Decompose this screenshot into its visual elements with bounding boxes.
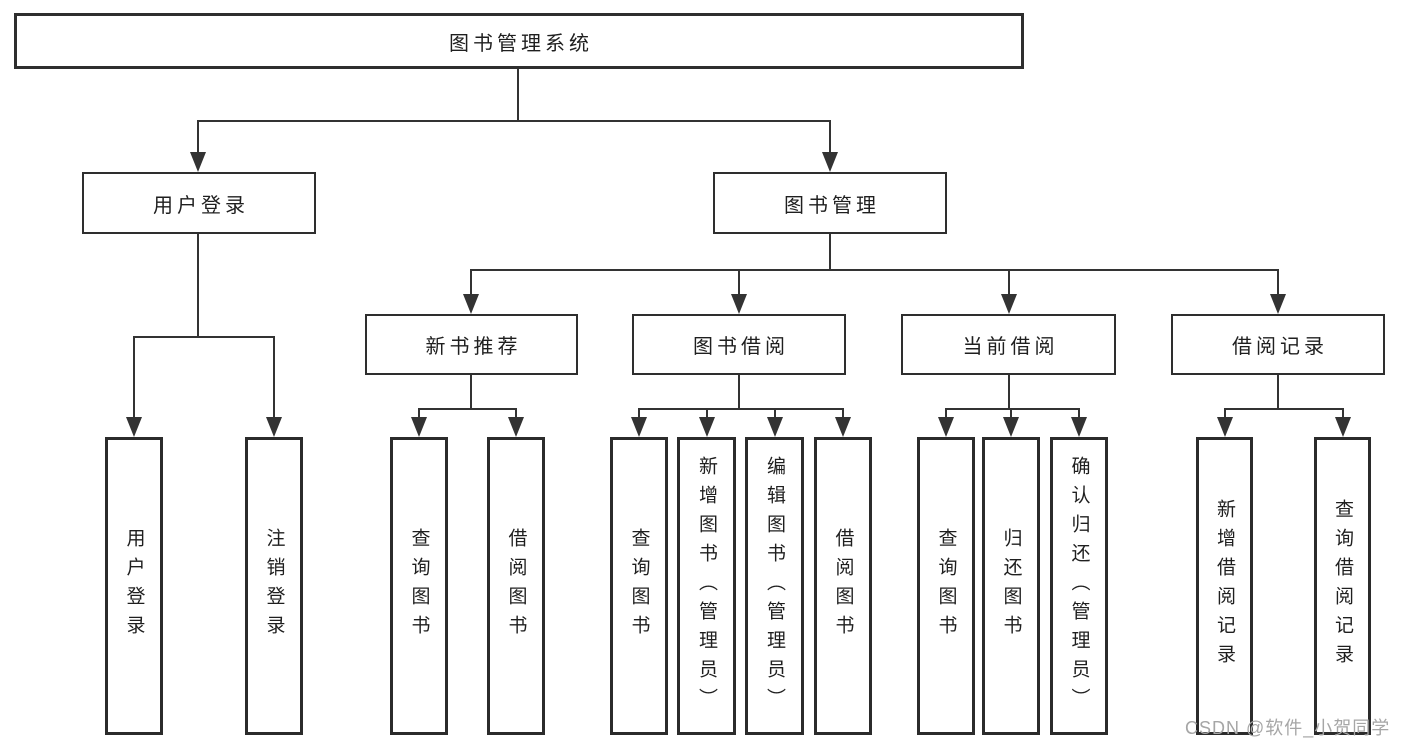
leaf-edit-books-admin: 编辑图书（管理员） bbox=[745, 437, 804, 735]
node-book-management: 图书管理 bbox=[713, 172, 947, 234]
leaf-return-books: 归还图书 bbox=[982, 437, 1040, 735]
arrowhead-icon bbox=[1071, 417, 1087, 437]
leaf-label: 查询图书 bbox=[628, 528, 650, 644]
arrowhead-icon bbox=[1335, 417, 1351, 437]
leaf-label: 编辑图书（管理员） bbox=[764, 455, 785, 717]
arrowhead-icon bbox=[190, 152, 206, 172]
arrowhead-icon bbox=[1003, 417, 1019, 437]
leaf-query-books-borrow: 查询图书 bbox=[610, 437, 668, 735]
connector-records-rail bbox=[1224, 408, 1344, 410]
arrowhead-icon bbox=[463, 294, 479, 314]
arrowhead-icon bbox=[631, 417, 647, 437]
leaf-borrow-books: 借阅图书 bbox=[814, 437, 872, 735]
connector-book-borrow-rail bbox=[638, 408, 844, 410]
leaf-label: 查询借阅记录 bbox=[1332, 499, 1353, 673]
arrowhead-icon bbox=[1001, 294, 1017, 314]
node-label: 图书管理系统 bbox=[449, 32, 593, 55]
connector-drop bbox=[1078, 408, 1080, 419]
leaf-add-books-admin: 新增图书（管理员） bbox=[677, 437, 736, 735]
connector-drop bbox=[774, 408, 776, 419]
leaf-label: 归还图书 bbox=[1000, 528, 1022, 644]
leaf-logout: 注销登录 bbox=[245, 437, 303, 735]
leaf-label: 借阅图书 bbox=[832, 528, 854, 644]
connector-user-login-rail bbox=[133, 336, 275, 338]
arrowhead-icon bbox=[835, 417, 851, 437]
node-borrow-records: 借阅记录 bbox=[1171, 314, 1385, 375]
leaf-add-borrow-record: 新增借阅记录 bbox=[1196, 437, 1253, 735]
connector-drop bbox=[515, 408, 517, 419]
connector-drop-user-login bbox=[197, 120, 199, 156]
node-label: 新书推荐 bbox=[425, 336, 522, 358]
connector-user-login-stub bbox=[197, 234, 199, 338]
leaf-borrow-books-recommend: 借阅图书 bbox=[487, 437, 545, 735]
leaf-label: 新增借阅记录 bbox=[1214, 499, 1235, 673]
node-current-borrow: 当前借阅 bbox=[901, 314, 1116, 375]
connector-drop bbox=[1224, 408, 1226, 419]
arrowhead-icon bbox=[126, 417, 142, 437]
connector-current-stub bbox=[1008, 375, 1010, 410]
connector-drop-new-book bbox=[470, 269, 472, 297]
connector-drop-records bbox=[1277, 269, 1279, 297]
leaf-confirm-return-admin: 确认归还（管理员） bbox=[1050, 437, 1108, 735]
arrowhead-icon bbox=[767, 417, 783, 437]
node-label: 借阅记录 bbox=[1232, 336, 1328, 358]
connector-records-stub bbox=[1277, 375, 1279, 410]
connector-drop bbox=[842, 408, 844, 419]
connector-book-borrow-stub bbox=[738, 375, 740, 410]
node-new-book-recommend: 新书推荐 bbox=[365, 314, 578, 375]
arrowhead-icon bbox=[1217, 417, 1233, 437]
connector-drop bbox=[418, 408, 420, 419]
connector-level2-rail bbox=[197, 120, 831, 122]
node-user-login: 用户登录 bbox=[82, 172, 316, 234]
leaf-label: 用户登录 bbox=[123, 528, 145, 644]
arrowhead-icon bbox=[938, 417, 954, 437]
leaf-label: 确认归还（管理员） bbox=[1068, 455, 1090, 717]
connector-root-stub bbox=[517, 69, 519, 121]
arrowhead-icon bbox=[508, 417, 524, 437]
node-library-management-system: 图书管理系统 bbox=[14, 13, 1024, 69]
connector-drop bbox=[945, 408, 947, 419]
leaf-label: 注销登录 bbox=[263, 528, 285, 644]
leaf-label: 查询图书 bbox=[935, 528, 957, 644]
leaf-user-login: 用户登录 bbox=[105, 437, 163, 735]
arrowhead-icon bbox=[1270, 294, 1286, 314]
connector-level3-rail bbox=[470, 269, 1279, 271]
arrowhead-icon bbox=[411, 417, 427, 437]
leaf-query-books-current: 查询图书 bbox=[917, 437, 975, 735]
arrowhead-icon bbox=[266, 417, 282, 437]
connector-new-book-stub bbox=[470, 375, 472, 410]
connector-drop-book-mgmt bbox=[829, 120, 831, 156]
arrowhead-icon bbox=[731, 294, 747, 314]
leaf-label: 查询图书 bbox=[408, 528, 430, 644]
node-book-borrow: 图书借阅 bbox=[632, 314, 846, 375]
node-label: 图书借阅 bbox=[693, 336, 789, 358]
connector-drop-current bbox=[1008, 269, 1010, 297]
leaf-label: 新增图书（管理员） bbox=[696, 455, 717, 717]
connector-current-rail bbox=[945, 408, 1080, 410]
connector-drop bbox=[638, 408, 640, 419]
connector-drop-borrow bbox=[738, 269, 740, 297]
connector-drop-leaf-logout bbox=[273, 336, 275, 419]
leaf-query-books-recommend: 查询图书 bbox=[390, 437, 448, 735]
node-label: 图书管理 bbox=[784, 194, 880, 217]
node-label: 当前借阅 bbox=[962, 336, 1059, 358]
arrowhead-icon bbox=[822, 152, 838, 172]
csdn-watermark: CSDN @软件_小贺同学 bbox=[1185, 718, 1391, 738]
connector-drop bbox=[706, 408, 708, 419]
arrowhead-icon bbox=[699, 417, 715, 437]
connector-drop-leaf-login bbox=[133, 336, 135, 419]
node-label: 用户登录 bbox=[153, 194, 249, 217]
connector-book-mgmt-stub bbox=[829, 234, 831, 270]
connector-new-book-rail bbox=[418, 408, 517, 410]
leaf-label: 借阅图书 bbox=[505, 528, 527, 644]
connector-drop bbox=[1342, 408, 1344, 419]
leaf-query-borrow-record: 查询借阅记录 bbox=[1314, 437, 1371, 735]
connector-drop bbox=[1010, 408, 1012, 419]
